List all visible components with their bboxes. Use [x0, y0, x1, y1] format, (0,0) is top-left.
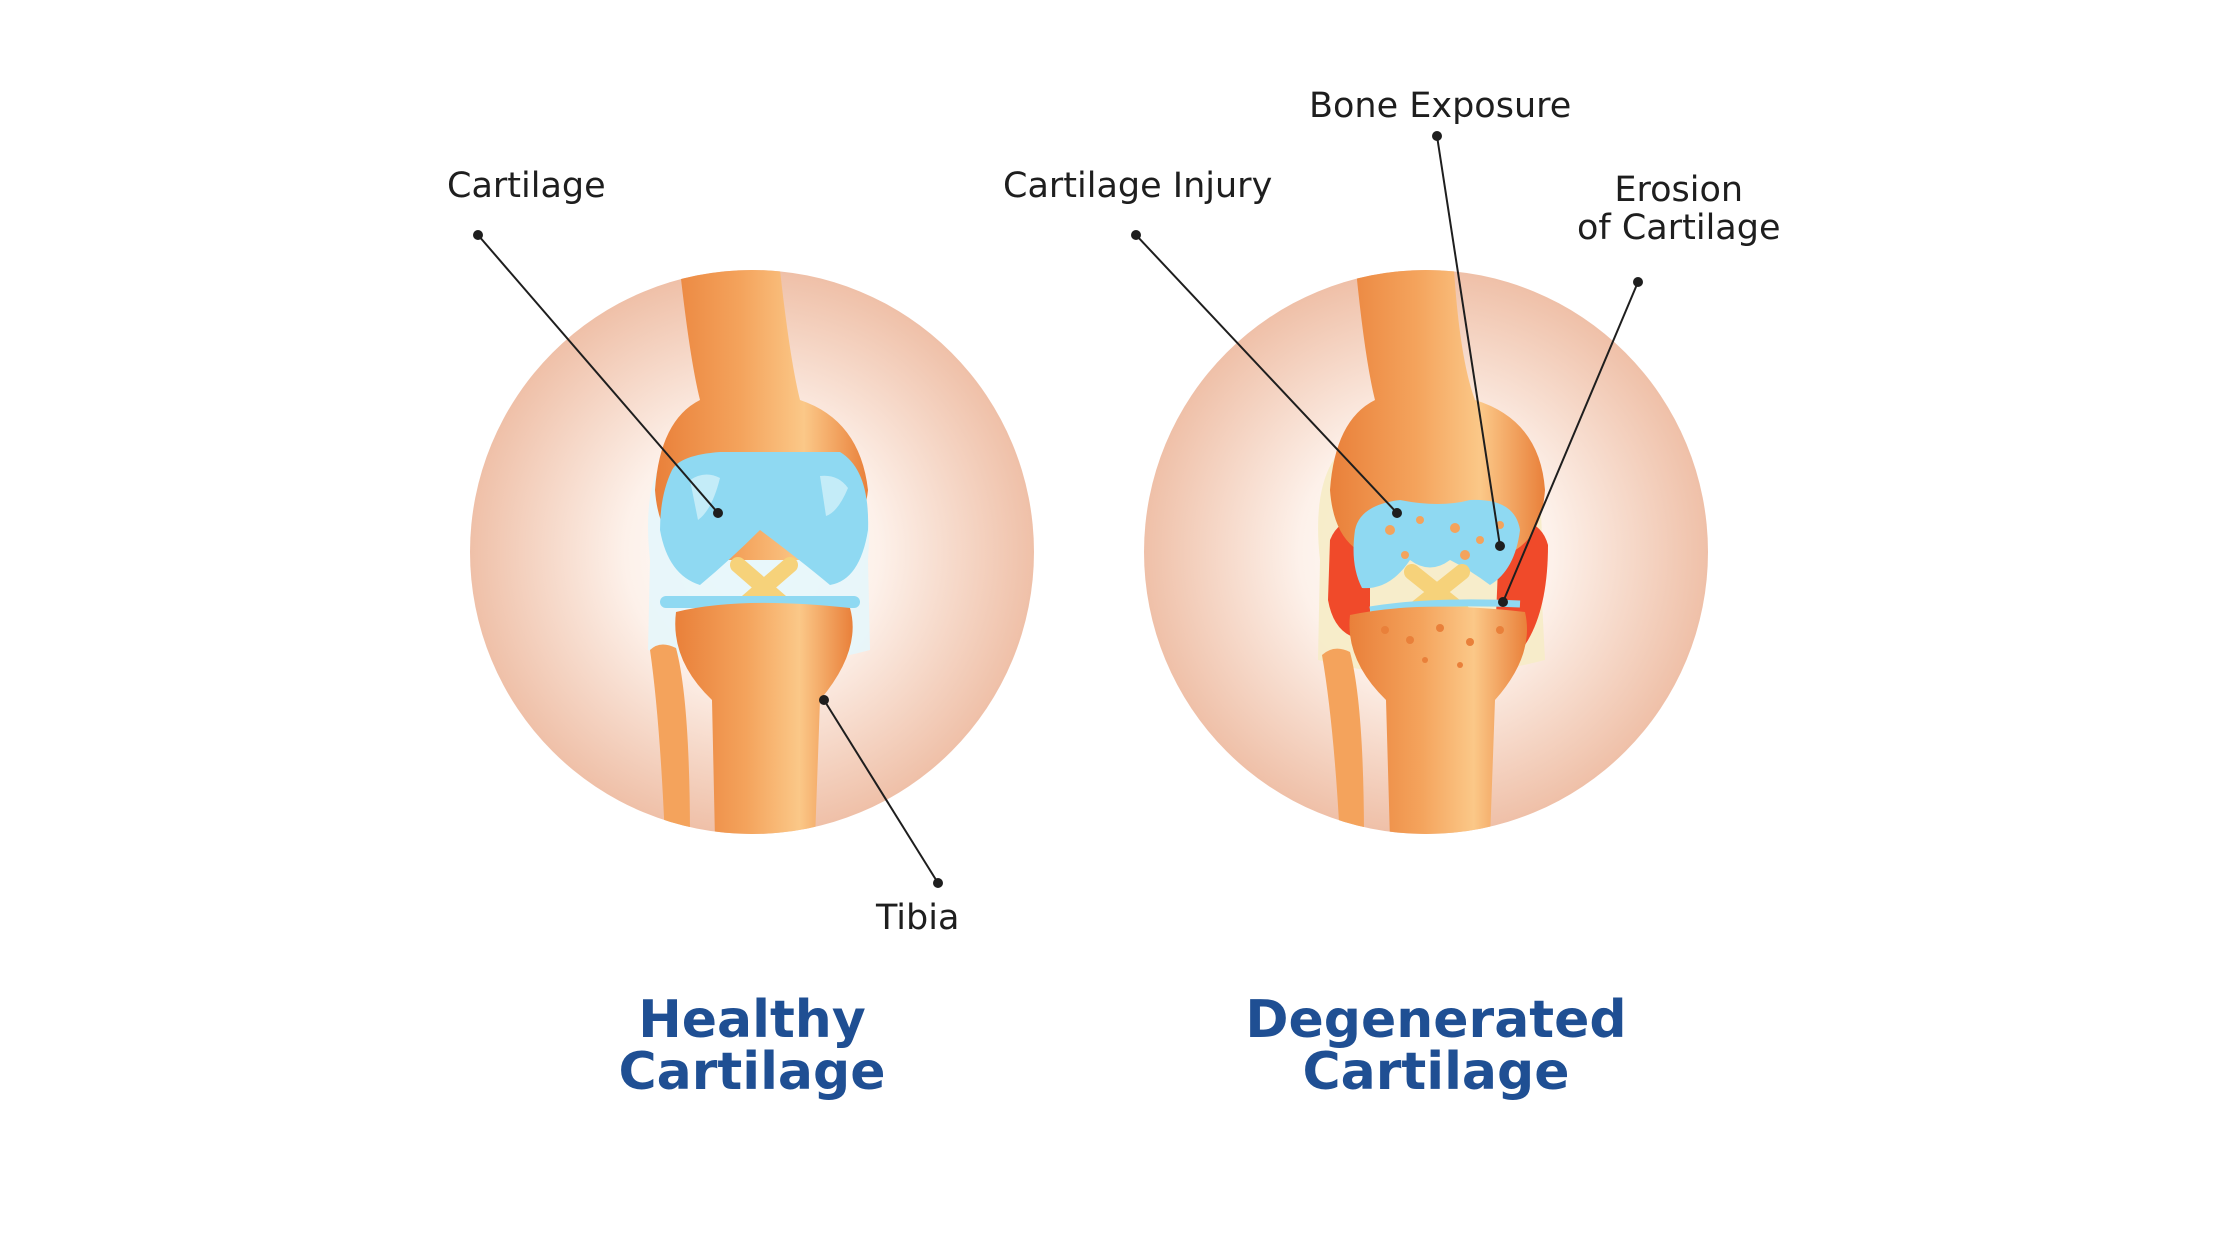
leader-line-cartilage — [477, 234, 719, 514]
degenerated-tibia — [1349, 606, 1527, 834]
leader-line-erosion — [1502, 281, 1639, 603]
healthy-cartilage-highlight — [820, 475, 848, 516]
caption-healthy-line2: Cartilage — [618, 1042, 886, 1102]
label-cartilage-injury: Cartilage Injury — [1003, 166, 1273, 206]
caption-degenerated-line1: Degenerated — [1245, 990, 1627, 1050]
degenerated-tibia-pits — [1381, 624, 1504, 668]
label-erosion-of-cartilage: Erosion of Cartilage — [1577, 170, 1781, 248]
degenerated-cartilage — [1353, 499, 1520, 589]
healthy-tibia — [675, 602, 853, 834]
leader-lines — [473, 131, 1643, 888]
leader-line-cartilage-injury — [1135, 234, 1398, 514]
label-cartilage: Cartilage — [447, 166, 606, 206]
label-tibia: Tibia — [876, 898, 960, 938]
leader-dot — [933, 878, 943, 888]
caption-degenerated-cartilage: Degenerated Cartilage — [1176, 994, 1696, 1098]
degenerated-fibula — [1322, 648, 1364, 834]
leader-dot — [473, 230, 483, 240]
healthy-fibula — [650, 644, 690, 834]
label-erosion-line1: Erosion — [1614, 170, 1744, 210]
caption-healthy-line1: Healthy — [638, 990, 866, 1050]
leader-dot — [819, 695, 829, 705]
leader-line-bone-exposure — [1436, 135, 1501, 547]
leader-dot — [713, 508, 723, 518]
leader-line-tibia — [823, 699, 939, 884]
healthy-knee-illustration — [470, 270, 1034, 834]
degenerated-knee-illustration — [1144, 270, 1708, 834]
caption-degenerated-line2: Cartilage — [1302, 1042, 1570, 1102]
leader-dot — [1432, 131, 1442, 141]
leader-dot — [1392, 508, 1402, 518]
leader-dot — [1131, 230, 1141, 240]
leader-dot — [1498, 597, 1508, 607]
leader-dot — [1495, 541, 1505, 551]
label-erosion-line2: of Cartilage — [1577, 207, 1781, 248]
caption-healthy-cartilage: Healthy Cartilage — [492, 994, 1012, 1098]
leader-dot — [1633, 277, 1643, 287]
label-bone-exposure: Bone Exposure — [1309, 86, 1572, 126]
